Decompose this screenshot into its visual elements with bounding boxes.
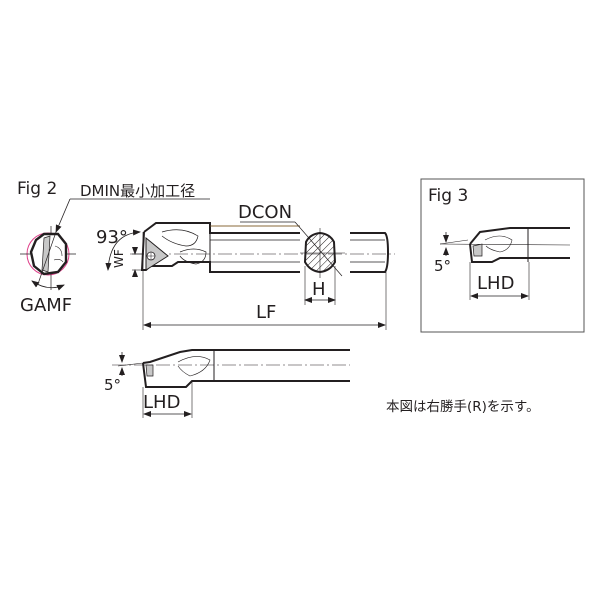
fig3-angle-label: 5° bbox=[434, 257, 452, 275]
gamf-label: GAMF bbox=[20, 295, 73, 316]
bottom-lhd-label: LHD bbox=[143, 392, 181, 413]
h-label: H bbox=[312, 279, 326, 300]
dmin-label: DMIN最小加工径 bbox=[80, 182, 196, 200]
wf-label: WF bbox=[112, 249, 126, 268]
bottom-tool-view bbox=[112, 349, 350, 418]
hand-note: 本図は右勝手(R)を示す。 bbox=[386, 399, 540, 415]
cross-section bbox=[240, 221, 345, 305]
fig3-panel bbox=[420, 178, 585, 333]
fig3-lhd-label: LHD bbox=[477, 273, 515, 294]
fig3-title: Fig 3 bbox=[428, 186, 469, 206]
bottom-angle-label: 5° bbox=[104, 376, 122, 394]
lf-label: LF bbox=[256, 302, 277, 323]
main-tool-view bbox=[105, 222, 395, 330]
dcon-label: DCON bbox=[238, 202, 293, 223]
fig2-title: Fig 2 bbox=[17, 179, 58, 199]
end-view bbox=[20, 198, 210, 291]
angle-93-label: 93° bbox=[96, 227, 128, 248]
